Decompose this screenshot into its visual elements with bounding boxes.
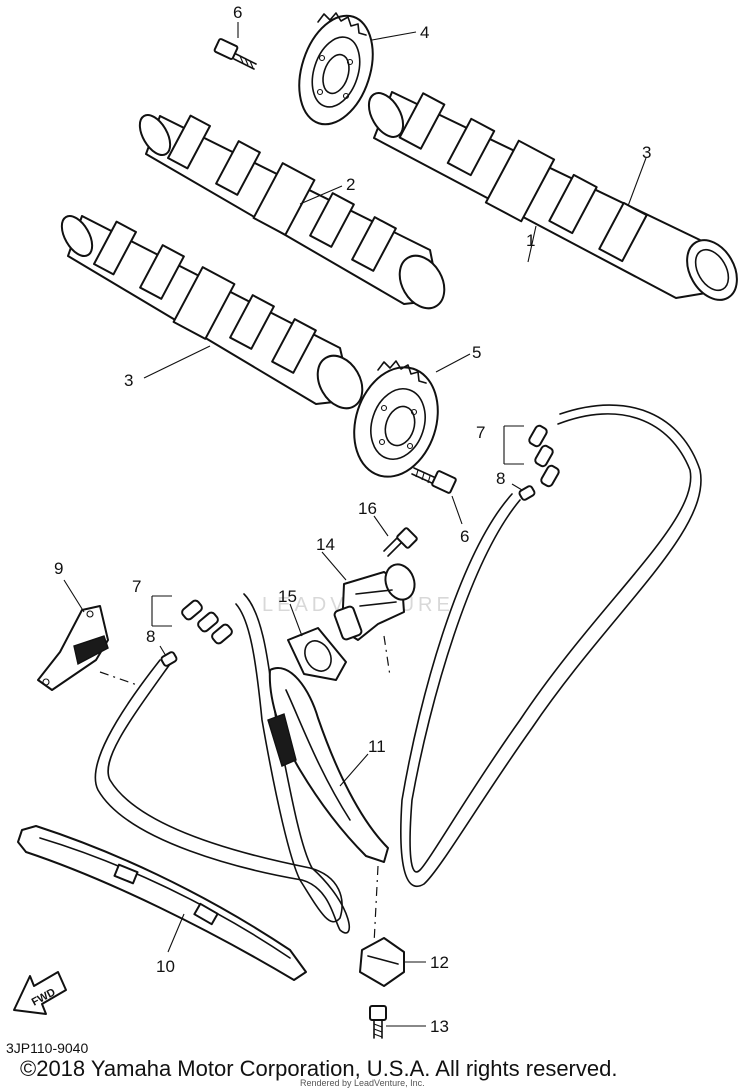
part-15-gasket[interactable]	[287, 627, 347, 681]
callout-9: 9	[54, 559, 63, 578]
part-3-camshaft-right[interactable]	[362, 87, 747, 308]
callout-6-middle: 6	[460, 527, 469, 546]
callout-6: 6	[233, 3, 242, 22]
part-14-chain-tensioner[interactable]	[333, 560, 419, 641]
chain-link-7-right	[528, 424, 560, 488]
callout-2: 2	[346, 175, 355, 194]
callout-7-left: 7	[132, 577, 141, 596]
part-10-chain-guide-exhaust-side[interactable]	[17, 825, 307, 981]
part-2-camshaft-middle[interactable]	[134, 110, 454, 316]
part-12-guide-holder[interactable]	[359, 937, 405, 987]
leader-lines	[63, 22, 647, 1027]
chain-link-7-left	[181, 599, 233, 645]
callouts: 6 4 3 2 1 3 5 7 8 6 16 14 9 7 15 8 11 10…	[54, 3, 651, 1036]
part-6-bolt-top[interactable]	[213, 38, 257, 70]
assembly-lines	[99, 635, 391, 945]
part-11-chain-guide-tensioner-side[interactable]	[267, 667, 389, 863]
part-9-guide-stopper[interactable]	[37, 605, 109, 691]
callout-4: 4	[420, 23, 429, 42]
callout-11: 11	[368, 737, 386, 756]
part-13-bolt[interactable]	[369, 1005, 387, 1039]
part-3-camshaft-left[interactable]	[56, 211, 372, 416]
callout-3: 3	[642, 143, 651, 162]
renderer-credit: Rendered by LeadVenture, Inc.	[300, 1078, 425, 1088]
callout-5: 5	[472, 343, 481, 362]
callout-8-left: 8	[146, 627, 155, 646]
part-16-bolt[interactable]	[383, 527, 418, 557]
fwd-arrow-icon: FWD	[13, 971, 67, 1015]
callout-15: 15	[278, 587, 297, 606]
callout-3-lower: 3	[124, 371, 133, 390]
copyright-text: ©2018 Yamaha Motor Corporation, U.S.A. A…	[20, 1056, 618, 1081]
callout-14: 14	[316, 535, 335, 554]
cam-chain-right[interactable]	[400, 404, 702, 887]
callout-12: 12	[430, 953, 449, 972]
callout-7-right: 7	[476, 423, 485, 442]
callout-13: 13	[430, 1017, 449, 1036]
callout-1: 1	[526, 231, 535, 250]
part-4-cam-sprocket-upper[interactable]	[286, 6, 385, 134]
part-6-bolt-middle[interactable]	[411, 467, 457, 494]
callout-16: 16	[358, 499, 377, 518]
part-5-cam-sprocket-lower[interactable]	[341, 356, 452, 487]
chain-joint-8-right	[518, 485, 536, 501]
callout-10: 10	[156, 957, 175, 976]
chain-joint-8-left	[160, 651, 178, 667]
callout-8-right: 8	[496, 469, 505, 488]
diagram-code: 3JP110-9040	[6, 1040, 89, 1056]
